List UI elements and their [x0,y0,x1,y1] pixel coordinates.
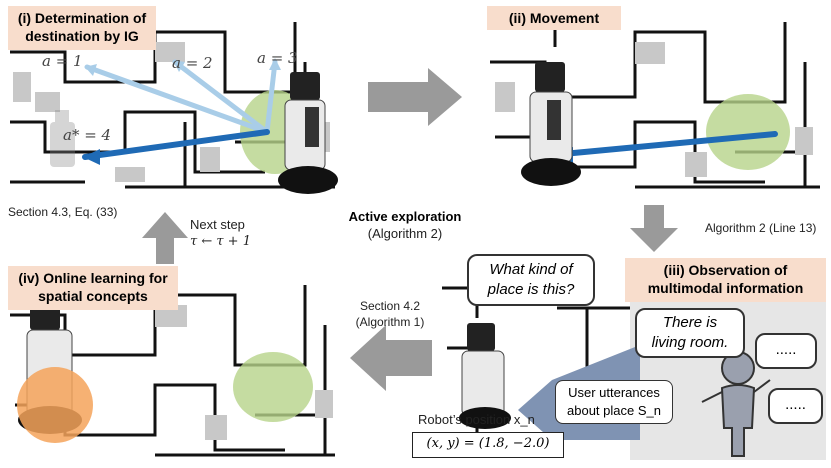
label-a2: a = 2 [172,54,213,72]
arrow-down [630,205,678,252]
label-astar: a* = 4 [63,126,112,144]
tau-update-label: τ ← τ + 1 [190,234,251,249]
learning-blob [17,367,93,443]
label-ii: (ii) Movement [487,6,621,30]
center-label: Active exploration (Algorithm 2) [325,208,485,242]
floor-map-ii [490,22,820,189]
caption-i: Section 4.3, Eq. (33) [8,205,118,219]
arrow-left [350,325,432,391]
center-subtitle: (Algorithm 2) [367,226,443,241]
robot-position-label: Robot’s position x_n [418,412,535,427]
robot-icon [521,62,581,186]
next-step-label: Next step [190,217,245,232]
bubble-user: There is living room. [635,308,745,358]
label-a3: a = 3 [257,49,298,67]
arrow-up [142,212,188,264]
caption-iii: Section 4.2 (Algorithm 1) [355,299,425,329]
label-iii: (iii) Observation of multimodal informat… [625,258,826,302]
caption-iv: Next step τ ← τ + 1 [190,216,260,250]
bubble-robot: What kind of place is this? [467,254,595,306]
bubble-dots-2: ..... [768,388,823,424]
arrow-right [368,68,462,126]
bubble-dots-1: ..... [755,333,817,369]
robot-position-value: (x, y) = (1.8, −2.0) [412,432,564,458]
map-panel-ii [485,2,825,197]
utterance-box: User utterances about place S_n [555,380,673,424]
label-a1: a = 1 [42,52,83,70]
label-i: (i) Determination of destination by IG [8,6,156,50]
caption-ii: Algorithm 2 (Line 13) [705,221,817,235]
robot-icon [278,72,338,194]
center-title: Active exploration [348,209,462,224]
label-iv: (iv) Online learning for spatial concept… [8,266,178,310]
robot-icon [459,323,511,429]
